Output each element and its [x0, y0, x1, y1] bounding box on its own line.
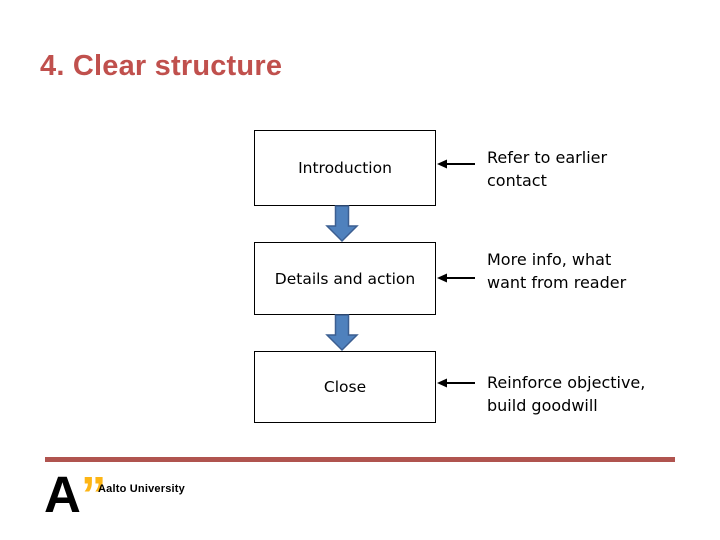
annotation-text: More info, what want from reader: [487, 250, 627, 292]
flow-box-label: Close: [323, 378, 367, 396]
left-arrow-icon: [437, 159, 475, 169]
annotation-text: Reinforce objective, build goodwill: [487, 373, 646, 415]
flow-box-label: Introduction: [298, 159, 392, 177]
left-arrow-icon: [437, 378, 475, 388]
slide-title: 4. Clear structure: [40, 50, 283, 82]
flow-box-close: Close: [254, 351, 436, 423]
aalto-logo: A”: [44, 466, 106, 523]
flow-box-details-and-action: Details and action: [254, 242, 436, 315]
down-arrow-icon: [325, 314, 359, 352]
down-arrow-icon: [325, 205, 359, 243]
flow-box-introduction: Introduction: [254, 130, 436, 206]
aalto-logo-quote-icon: ”: [80, 466, 106, 523]
aalto-logo-text: Aalto University: [98, 483, 185, 495]
aalto-logo-letter: A: [44, 466, 81, 523]
left-arrow-icon: [437, 273, 475, 283]
footer-divider: [45, 457, 675, 462]
flow-box-label: Details and action: [274, 269, 416, 288]
annotation-text: Refer to earlier contact: [487, 148, 608, 190]
